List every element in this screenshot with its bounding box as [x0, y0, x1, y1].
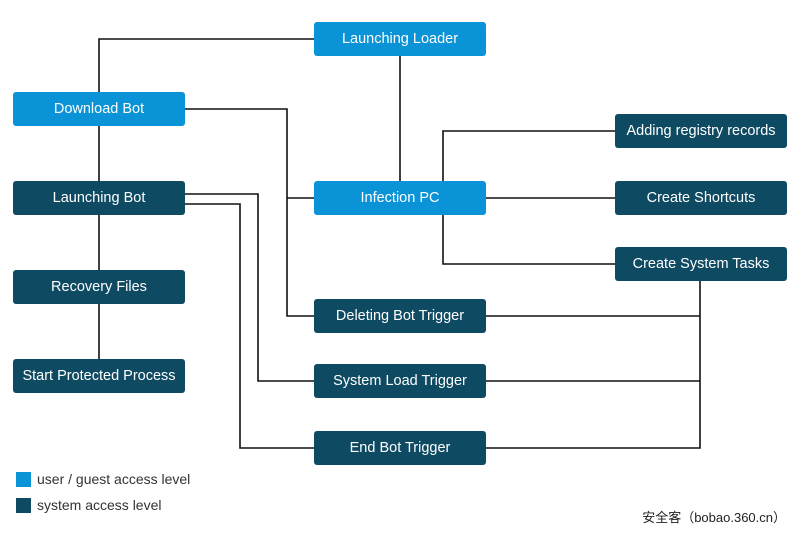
node-end-bot-trigger: End Bot Trigger — [314, 431, 486, 465]
edge-download-to-deleting — [185, 108, 314, 317]
node-create-shortcuts: Create Shortcuts — [615, 181, 787, 215]
edge-loader-to-download — [98, 38, 314, 92]
legend-user-label: user / guest access level — [37, 471, 191, 487]
node-launching-bot: Launching Bot — [13, 181, 185, 215]
node-recovery-files: Recovery Files — [13, 270, 185, 304]
node-start-protected-process: Start Protected Process — [13, 359, 185, 393]
legend-system-swatch — [16, 497, 31, 513]
edge-launchbot-to-sysload — [185, 193, 314, 382]
edge-infection-to-tasks — [442, 215, 615, 265]
node-launching-loader: Launching Loader — [314, 22, 486, 56]
edge-launchbot-to-endbot — [185, 203, 314, 449]
node-adding-registry-records: Adding registry records — [615, 114, 787, 148]
legend-user-level: user / guest access level — [16, 471, 190, 487]
node-system-load-trigger: System Load Trigger — [314, 364, 486, 398]
watermark: 安全客（bobao.360.cn） — [642, 510, 786, 525]
legend-system-label: system access level — [37, 497, 162, 513]
node-infection-pc: Infection PC — [314, 181, 486, 215]
node-deleting-bot-trigger: Deleting Bot Trigger — [314, 299, 486, 333]
legend-user-swatch — [16, 471, 31, 487]
edge-tasks-to-endbot — [486, 281, 701, 449]
node-create-system-tasks: Create System Tasks — [615, 247, 787, 281]
legend-system-level: system access level — [16, 497, 161, 513]
edge-infection-to-registry — [442, 130, 615, 181]
node-download-bot: Download Bot — [13, 92, 185, 126]
